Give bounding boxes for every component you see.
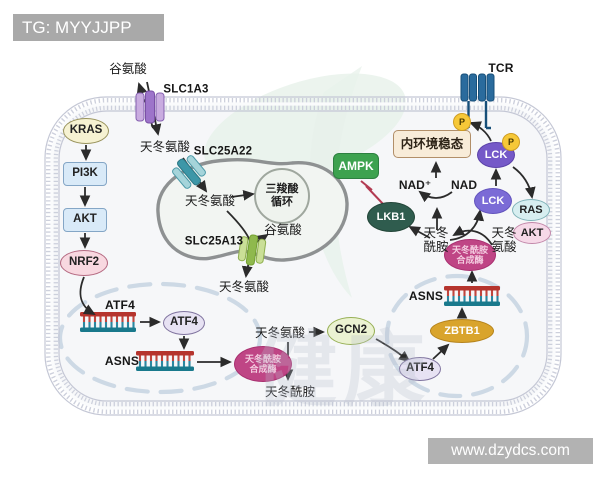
label-asns-gene-left: ASNS	[104, 354, 140, 368]
node-ampk: AMPK	[333, 153, 379, 179]
label-atf4-gene: ATF4	[105, 298, 135, 312]
label-slc25a22: SLC25A22	[193, 145, 253, 158]
label-asparagine-right-line2: 酰胺	[423, 239, 449, 254]
label-glutamate-mito: 谷氨酸	[264, 222, 302, 237]
label-asparagine-mid: 天冬酰胺	[264, 384, 316, 399]
label-aspartate-cytosol: 天冬氨酸	[139, 139, 191, 154]
label-aspartate-right-line2: 氨酸	[491, 239, 517, 254]
node-pi3k: PI3K	[63, 162, 107, 186]
nucleus-right	[384, 273, 530, 399]
node-gcn2: GCN2	[327, 317, 375, 345]
inhibition-lkb1-ampk	[360, 180, 385, 206]
tca-cycle-circle	[254, 168, 310, 224]
node-akt-left: AKT	[63, 208, 107, 232]
label-asparagine-right-line1: 天冬	[423, 225, 449, 240]
slc25a13-transporter	[237, 234, 267, 266]
label-tcr: TCR	[488, 61, 514, 75]
dna-atf4-gene	[80, 312, 136, 332]
label-nad: NAD	[451, 178, 477, 192]
synthetase-line1: 天冬酰胺	[451, 244, 488, 255]
site-url-watermark: www.dzydcs.com	[428, 438, 593, 464]
label-asns-gene-right: ASNS	[408, 289, 444, 303]
tg-watermark-banner: TG: MYYJJPP	[13, 14, 164, 41]
dna-asns-gene-left	[136, 351, 194, 371]
synthetase-line1: 天冬酰胺	[244, 353, 281, 364]
label-aspartate-below-mito: 天冬氨酸	[218, 279, 270, 294]
phospho-badge-lck: P	[502, 133, 520, 151]
slc1a3-transporter	[135, 90, 165, 124]
plasma-membrane	[44, 96, 562, 416]
arrow-aspartate-asparagine-right	[452, 225, 493, 246]
label-slc25a13: SLC25A13	[184, 235, 244, 248]
tca-line2: 循环	[271, 196, 293, 208]
tca-line1: 三羧酸	[265, 183, 299, 196]
node-akt-right: AKT	[513, 222, 551, 244]
arrow-nad-nadplus	[418, 190, 453, 203]
nucleus-left	[57, 281, 263, 395]
node-nrf2: NRF2	[60, 250, 108, 276]
dna-asns-gene-right	[444, 286, 500, 306]
arrow-asparagine-lkb1	[408, 226, 431, 239]
label-aspartate-mito: 天冬氨酸	[184, 193, 236, 208]
arrow-nrf2-atf4gene	[79, 276, 96, 315]
arrow-asparagine-lck	[449, 209, 485, 241]
synthetase-line2: 合成酶	[249, 364, 277, 374]
node-homeostasis: 内环境稳态	[393, 130, 471, 158]
node-kras: KRAS	[63, 118, 109, 144]
label-nad-plus: NAD⁺	[398, 178, 432, 192]
arrow-to-tca	[230, 189, 255, 201]
node-zbtb1: ZBTB1	[430, 319, 494, 343]
label-aspartate-right-line1: 天冬	[491, 225, 517, 240]
tca-cycle-label: 三羧酸 循环	[255, 169, 309, 223]
node-lkb1: LKB1	[367, 202, 415, 232]
slc25a22-transporter	[172, 155, 206, 189]
tcr-receptor-icon	[460, 73, 495, 130]
node-asparagine-synthetase-left: 天冬酰胺 合成酶	[234, 346, 292, 382]
label-glutamate-extracellular: 谷氨酸	[109, 61, 147, 76]
phospho-badge-tcr: P	[453, 113, 471, 131]
watermark-center: 健康	[255, 325, 432, 416]
node-ras: RAS	[512, 199, 550, 221]
arrow-atf4right-zbtb1	[432, 343, 450, 360]
label-slc1a3: SLC1A3	[163, 83, 209, 96]
node-asparagine-synthetase-right: 天冬酰胺 合成酶	[444, 239, 496, 271]
arrow-lck-tcr	[469, 121, 492, 142]
node-atf4-left: ATF4	[163, 311, 205, 335]
label-aspartate-mid: 天冬氨酸	[254, 325, 306, 340]
node-lck-lower: LCK	[474, 188, 512, 214]
arrow-lck-ras	[512, 166, 536, 199]
node-atf4-right: ATF4	[399, 357, 441, 381]
synthetase-line2: 合成酶	[456, 255, 484, 265]
